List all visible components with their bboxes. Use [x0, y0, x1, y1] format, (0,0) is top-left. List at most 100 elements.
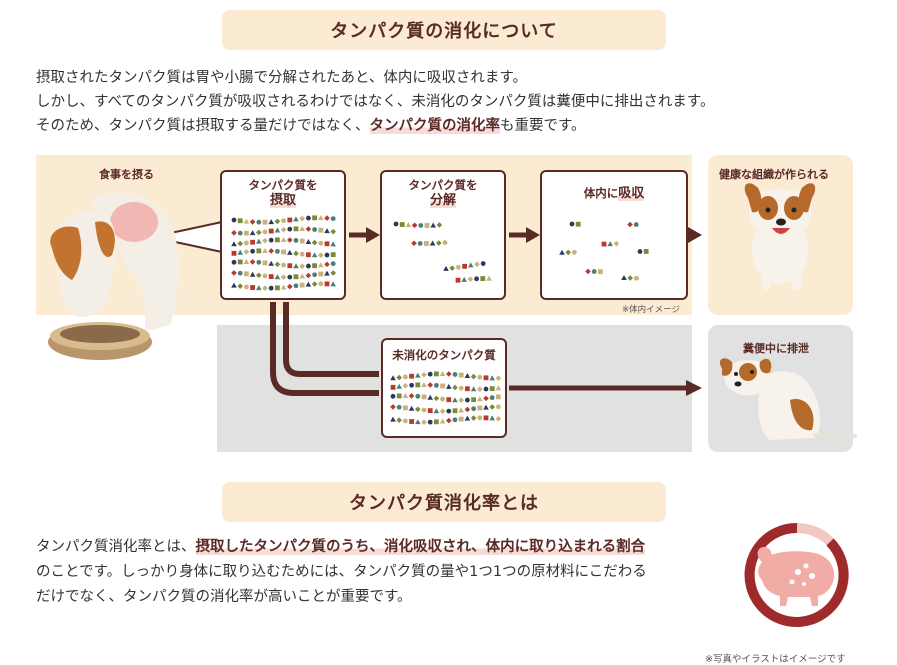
protein-chain-dot	[244, 271, 249, 277]
undigested-chain-dot	[464, 415, 471, 421]
protein-chain-dot	[244, 230, 249, 236]
protein-chain-dot	[274, 274, 281, 280]
protein-chain-dot	[249, 219, 256, 225]
undigested-chain-dot	[415, 372, 421, 378]
undigested-chain-dot	[427, 394, 433, 400]
protein-chain-dot	[299, 215, 305, 222]
protein-chain-dot	[237, 283, 243, 289]
undigested-chain-dot	[433, 395, 440, 402]
undigested-chain-dot	[402, 393, 409, 399]
undigested-chain-dot	[409, 419, 414, 424]
undigested-chain-dot	[446, 417, 452, 424]
protein-chain-dot	[330, 228, 336, 235]
protein-chain-dot	[330, 216, 336, 222]
undigested-chain-dot	[396, 374, 402, 381]
protein-fragment-dot	[462, 263, 467, 269]
body-image-note: ※体内イメージ	[622, 305, 680, 315]
protein-chain-dot	[281, 218, 286, 224]
protein-chain-dot	[262, 219, 268, 225]
protein-fragment-dot	[430, 222, 436, 228]
undigested-chain-dot	[470, 373, 477, 380]
protein-chain-dot	[231, 217, 237, 223]
protein-chain-dot	[287, 274, 293, 280]
protein-chain-dot	[262, 285, 268, 291]
footnote: ※写真やイラストはイメージです	[705, 654, 846, 665]
undigested-chain-dot	[495, 415, 502, 422]
undigested-chain-dot	[477, 415, 483, 421]
undigested-chain-dot	[427, 408, 433, 414]
protein-fragment-dot	[405, 222, 412, 228]
protein-chain-dot	[256, 259, 262, 265]
undigested-chain-dot	[496, 404, 501, 410]
protein-chain-dot	[324, 215, 330, 221]
protein-chain-dot	[231, 259, 237, 265]
absorption-box-keyword: 吸収	[618, 186, 645, 201]
undigested-chain-dot	[409, 382, 414, 388]
protein-chain-dot	[231, 230, 237, 236]
protein-chain-dot	[237, 230, 243, 236]
protein-fragment-dot	[468, 262, 474, 268]
protein-chain-dot	[324, 270, 330, 276]
undigested-chain-dot	[408, 405, 415, 411]
intake-box-title: タンパク質を 摂取	[222, 178, 344, 208]
breakdown-box: タンパク質を 分解	[380, 170, 506, 300]
protein-fragment-dot	[480, 276, 486, 281]
protein-fragments-absorbed	[559, 221, 649, 281]
protein-chain-dot	[275, 285, 280, 291]
protein-chain-dot	[299, 251, 305, 257]
protein-chain-dot	[231, 250, 237, 256]
undigested-chain-dot	[390, 375, 396, 381]
protein-chain-dot	[244, 284, 249, 290]
protein-fragment-dot	[456, 264, 461, 270]
protein-fragment-dot	[474, 261, 480, 268]
undigested-chain-dot	[427, 382, 433, 388]
undigested-chain-dot	[470, 386, 477, 392]
protein-fragment-dot	[418, 223, 424, 228]
undigested-chain-dot	[415, 406, 421, 413]
undigested-chain-dot	[458, 372, 464, 378]
undigested-chain-dot	[403, 418, 408, 424]
protein-chain-dot	[268, 285, 274, 291]
protein-chain-dot	[262, 248, 268, 254]
absorption-box: 体内に吸収	[540, 170, 688, 300]
protein-fragment-dot	[399, 222, 405, 227]
undigested-chain-dot	[396, 404, 402, 410]
intro-line-3-post: も重要です。	[500, 118, 586, 134]
breakdown-box-title: タンパク質を 分解	[382, 178, 504, 208]
undigested-chain-dot	[434, 382, 439, 388]
undigested-chain-dot	[402, 383, 409, 389]
healthy-label: 健康な組織が作られる	[719, 168, 829, 181]
protein-chain-dot	[324, 241, 330, 247]
protein-chain-dot	[311, 281, 318, 287]
absorbed-fragment-dot	[601, 241, 607, 247]
protein-fragment-dot	[480, 261, 486, 266]
undigested-chain-dot	[483, 395, 489, 402]
undigested-chain-dot	[458, 397, 464, 403]
protein-chain-dot	[231, 282, 237, 288]
protein-chain-dot	[250, 285, 255, 290]
absorbed-fragment-dot	[559, 249, 565, 255]
flow-arrows	[270, 227, 702, 396]
protein-chain-dot	[324, 281, 330, 287]
protein-fragment-dot	[417, 241, 423, 246]
undigested-chain-dot	[446, 408, 452, 414]
undigested-chain-dot	[439, 371, 446, 377]
protein-chain-dot	[280, 237, 287, 243]
undigested-chain-dot	[470, 415, 477, 421]
undigested-box: 未消化のタンパク質	[381, 338, 507, 438]
absorbed-fragment-dot	[598, 269, 603, 275]
definition-paragraph: タンパク質消化率とは、摂取したタンパク質のうち、消化吸収され、体内に取り込まれる…	[36, 535, 647, 610]
section-title-text-2: タンパク質消化率とは	[349, 493, 539, 514]
excrete-label: 糞便中に排泄	[743, 342, 809, 355]
undigested-chain-dot	[427, 419, 433, 425]
protein-chain-dot	[243, 249, 250, 255]
intake-box-line1: タンパク質を	[248, 178, 318, 192]
protein-fragment-dot	[467, 276, 474, 283]
undigested-chain-dot	[403, 374, 408, 380]
protein-chain-dot	[312, 227, 317, 232]
protein-chain-dot	[287, 237, 293, 243]
protein-chain-dot	[275, 248, 280, 254]
absorbed-fragment-dot	[637, 249, 643, 254]
undigested-chain-dot	[452, 372, 458, 377]
protein-chain-dot	[293, 263, 299, 269]
